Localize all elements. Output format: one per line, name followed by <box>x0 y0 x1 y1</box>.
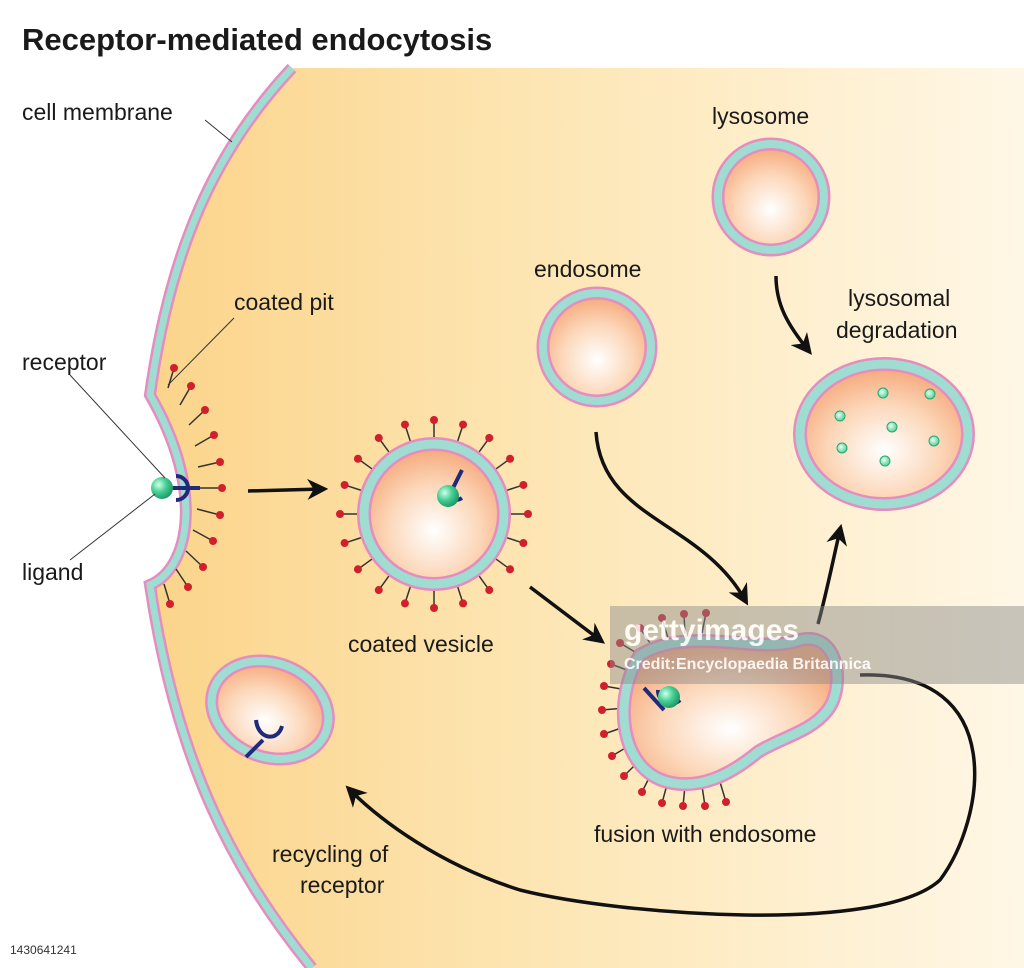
pit-coat-protein-tip <box>187 382 195 390</box>
coat-protein-tip <box>336 510 344 518</box>
arrow-endosome-to-fusion <box>594 431 749 606</box>
leader-lines <box>69 119 235 561</box>
pit-coat-protein-tip <box>218 484 226 492</box>
fusion-endosome <box>598 609 845 810</box>
arrow-lysosome-to-degradation <box>774 275 812 355</box>
pit-coat-protein-tip <box>184 583 192 591</box>
watermark-credit: Encyclopaedia Britannica <box>676 656 871 673</box>
coat-protein-tip <box>430 416 438 424</box>
fusion-coat-protein-tip <box>680 610 688 618</box>
pit-coat-protein-tip <box>216 458 224 466</box>
arrow-pit-to-vesicle <box>247 478 329 500</box>
fusion-coat-protein-tip <box>636 624 644 632</box>
label-ligand: ligand <box>22 559 83 585</box>
pit-coat-protein-tip <box>216 511 224 519</box>
coat-protein-tip <box>374 433 383 442</box>
watermark-brand: gettyimages <box>624 614 799 647</box>
pit-coat-protein-tip <box>201 406 209 414</box>
coat-protein-tip <box>506 565 515 574</box>
cell-membrane <box>143 63 317 968</box>
coat-protein-tip <box>430 604 438 612</box>
pit-coat-protein-tip <box>210 431 218 439</box>
coat-protein-tip <box>353 565 362 574</box>
fusion-coat-protein-tip <box>658 614 666 622</box>
label-coated-pit: coated pit <box>234 289 334 315</box>
coat-protein-tip <box>506 454 515 463</box>
leader-ligand <box>69 493 156 561</box>
pit-ligand <box>151 477 173 499</box>
diagram-title: Receptor-mediated endocytosis <box>22 22 492 57</box>
fusion-coat-protein-tip <box>702 609 710 617</box>
label-cell-membrane: cell membrane <box>22 99 173 125</box>
arrow-vesicle-to-fusion <box>528 585 606 644</box>
coat-protein-tip <box>340 539 349 548</box>
watermark-credit-prefix: Credit: <box>624 656 676 673</box>
vesicle-ligand <box>437 485 459 507</box>
pit-coat-protein-tip <box>209 537 217 545</box>
fusion-coat-protein-tip <box>638 788 646 796</box>
pit-coat-protein-tip <box>170 364 178 372</box>
recycling-vesicle <box>205 654 335 766</box>
fusion-coat-protein-tip <box>608 752 616 760</box>
fusion-coat-protein-tip <box>607 660 615 668</box>
coat-protein-tip <box>400 599 409 608</box>
coat-protein-tip <box>485 586 494 595</box>
degradation-vesicle <box>793 357 975 511</box>
endosome <box>536 286 658 408</box>
leader-cell-membrane <box>204 119 233 143</box>
process-arrows <box>247 275 977 917</box>
coat-protein-tip <box>485 433 494 442</box>
arrow-recycling <box>345 673 977 917</box>
leader-coated-pit <box>167 317 235 386</box>
label-endosome: endosome <box>534 256 641 282</box>
fusion-coat-protein-tip <box>658 799 666 807</box>
coat-protein-tip <box>374 586 383 595</box>
label-recycling-line2: receptor <box>300 872 385 898</box>
fusion-coat-protein-tip <box>598 706 606 714</box>
coat-protein-tip <box>340 480 349 489</box>
fusion-coat-protein-tip <box>722 798 730 806</box>
coat-protein-tip <box>459 599 468 608</box>
pit-receptor <box>172 474 200 502</box>
coated-pit-coat <box>163 364 226 608</box>
pit-coat-protein-tip <box>199 563 207 571</box>
fusion-coat-protein-tip <box>600 682 608 690</box>
fusion-coat-protein-tip <box>701 802 709 810</box>
fusion-coat-protein-tip <box>616 639 624 647</box>
fusion-ligand <box>658 686 680 708</box>
coat-protein-tip <box>459 420 468 429</box>
pit-coat-protein-tip <box>166 600 174 608</box>
watermark: gettyimages Credit: Encyclopaedia Britan… <box>610 606 1024 684</box>
lysosome <box>711 137 831 257</box>
label-lysosomal-line2: degradation <box>836 317 958 343</box>
coat-protein-tip <box>524 510 532 518</box>
label-lysosomal-line1: lysosomal <box>848 285 950 311</box>
cytoplasm <box>150 68 1024 968</box>
coat-protein-tip <box>519 539 528 548</box>
coated-vesicle <box>336 416 532 612</box>
arrow-fusion-to-degradation <box>816 523 847 625</box>
label-lysosome: lysosome <box>712 103 809 129</box>
fusion-coat-protein-tip <box>600 730 608 738</box>
label-coated-vesicle: coated vesicle <box>348 631 494 657</box>
coat-protein-tip <box>353 454 362 463</box>
fusion-coat-protein-tip <box>620 772 628 780</box>
fusion-coat-protein-tip <box>679 802 687 810</box>
label-receptor: receptor <box>22 349 107 375</box>
coat-protein-tip <box>519 480 528 489</box>
label-fusion: fusion with endosome <box>594 821 816 847</box>
image-id: 1430641241 <box>10 943 77 957</box>
coat-protein-tip <box>400 420 409 429</box>
leader-receptor <box>69 374 166 479</box>
label-recycling-line1: recycling of <box>272 841 389 867</box>
